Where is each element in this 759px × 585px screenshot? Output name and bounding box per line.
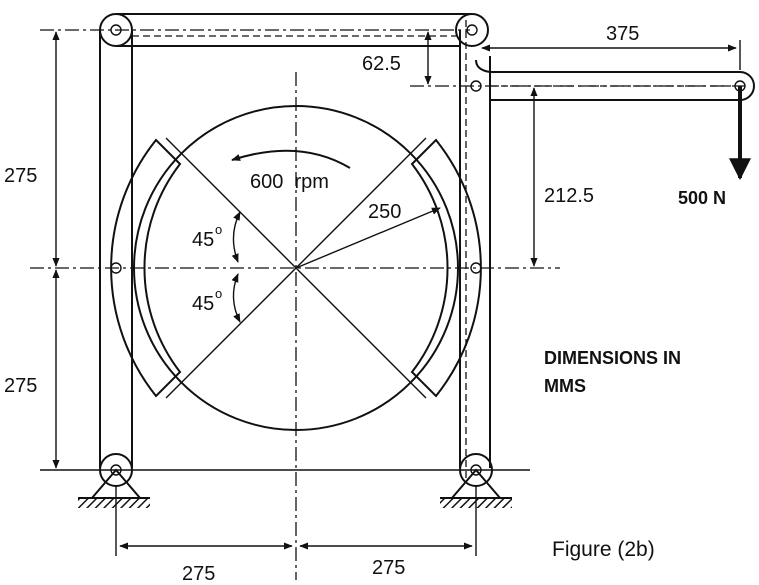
figure-caption: Figure (2b) (552, 538, 655, 561)
dim-left-span-label: 275 (182, 563, 215, 585)
lever-upper-edge (475, 59, 740, 73)
load-label: 500 N (678, 188, 726, 208)
left-top-pin (110, 24, 122, 36)
lower-angle-arc (231, 273, 241, 323)
left-mid-pin (110, 262, 122, 274)
lever-end (739, 71, 755, 101)
dim-right-span-label: 275 (372, 557, 405, 579)
right-link (455, 13, 493, 487)
radius-label: 250 (368, 201, 401, 223)
supports (40, 468, 530, 508)
note-line-1: DIMENSIONS IN (544, 348, 681, 368)
lever-arm (475, 59, 755, 101)
left-link (99, 13, 133, 487)
rotor (110, 105, 482, 431)
right-mid-pin (470, 262, 482, 274)
speed-label: 600 rpm (250, 171, 329, 193)
left-ground-hatch (78, 498, 150, 508)
upper-angle-arc (231, 211, 241, 263)
dim-lever-length-label: 375 (606, 23, 639, 45)
lower-angle-label: 45 (192, 293, 214, 315)
right-flyweight (410, 138, 482, 398)
dim-lever-height-label: 212.5 (544, 185, 594, 207)
left-flyweight (110, 138, 182, 398)
note-line-2: MMS (544, 376, 586, 396)
rotation-arrow (231, 149, 351, 169)
right-top-pin (466, 24, 478, 36)
top-link (116, 13, 472, 47)
dim-offset-label: 62.5 (362, 53, 401, 75)
dim-upper-height-label: 275 (4, 165, 37, 187)
right-link-body (459, 30, 491, 468)
right-lever-pin (470, 80, 482, 92)
rotor-disc (133, 105, 459, 431)
upper-angle-label: 45 (192, 229, 214, 251)
upper-angle-degree: o (215, 222, 222, 237)
dim-radius (295, 207, 441, 269)
left-link-body (99, 30, 133, 468)
lower-angle-degree: o (215, 286, 222, 301)
dim-lower-height-label: 275 (4, 375, 37, 397)
dimension-lines (52, 31, 741, 556)
